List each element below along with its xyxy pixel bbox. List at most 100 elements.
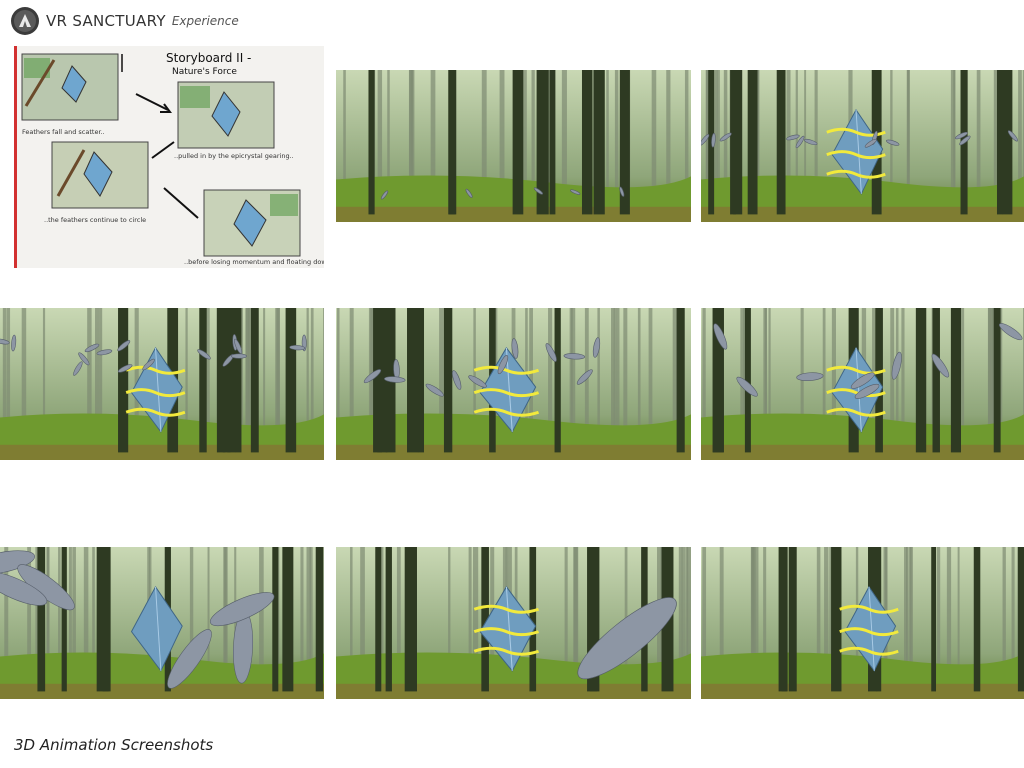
storyboard-sketch: Storyboard II - Nature's Force Feathers … xyxy=(14,46,324,268)
tree-trunk xyxy=(581,70,593,215)
feather xyxy=(380,190,389,200)
tree-trunk xyxy=(573,547,579,669)
tree-trunk xyxy=(375,547,382,692)
tree-trunk xyxy=(525,308,528,430)
feather xyxy=(999,323,1023,341)
tree-trunk xyxy=(37,547,46,692)
tree-trunk xyxy=(743,308,746,430)
tree-trunk xyxy=(396,547,401,669)
feather xyxy=(465,188,473,198)
forest-scene xyxy=(0,308,324,460)
tree-trunk xyxy=(306,547,311,669)
energy-ring xyxy=(826,388,886,398)
feather xyxy=(73,361,83,376)
tree-trunk xyxy=(1017,547,1024,692)
tree-trunk xyxy=(776,70,786,215)
feather xyxy=(533,187,543,195)
tree-trunk xyxy=(702,308,706,430)
tree-trunk xyxy=(623,308,628,430)
feather xyxy=(795,135,805,149)
tree-trunk xyxy=(337,308,340,430)
tree-trunk xyxy=(829,547,832,669)
tree-trunk xyxy=(719,547,724,669)
feather xyxy=(786,134,800,141)
feather xyxy=(497,354,509,375)
tree-trunk xyxy=(988,308,991,430)
tree-trunk xyxy=(904,547,908,669)
tree-trunk xyxy=(733,70,743,215)
tree-trunk xyxy=(300,547,304,669)
tree-trunk xyxy=(723,70,728,192)
tree-trunk xyxy=(42,308,46,430)
energy-ring xyxy=(125,365,186,375)
tree-trunk xyxy=(245,308,250,430)
feather xyxy=(563,353,586,360)
tree-trunk xyxy=(481,70,487,192)
tree-trunk xyxy=(686,547,691,669)
energy-ring xyxy=(473,604,540,614)
tree-trunk xyxy=(764,308,767,430)
tree-trunk xyxy=(58,547,61,669)
tree-trunk xyxy=(549,70,556,215)
tree-trunk xyxy=(564,547,568,669)
tree-trunk xyxy=(561,70,567,192)
feather xyxy=(452,370,462,390)
tree-trunk xyxy=(481,547,489,692)
tree-trunk xyxy=(83,547,89,669)
feather xyxy=(96,349,113,356)
tree-trunk xyxy=(788,547,797,692)
feather xyxy=(209,592,275,627)
tree-trunk xyxy=(310,308,314,430)
tree-trunk xyxy=(275,308,280,430)
sketch-panel-1 xyxy=(21,53,119,121)
feather xyxy=(117,340,131,352)
tree-trunk xyxy=(368,70,375,215)
tree-trunk xyxy=(368,308,375,430)
feather xyxy=(577,597,677,680)
tree-trunk xyxy=(407,308,419,453)
feather xyxy=(570,189,581,195)
crystal xyxy=(130,585,183,672)
feather xyxy=(592,337,601,358)
feather xyxy=(545,343,557,362)
tree-trunk xyxy=(651,70,657,192)
tree-trunk xyxy=(323,308,324,430)
tree-trunk xyxy=(890,70,893,192)
tree-trunk xyxy=(705,70,709,192)
tree-trunk xyxy=(872,308,876,430)
tree-trunk xyxy=(409,70,413,192)
tree-trunk xyxy=(957,547,960,669)
feather xyxy=(511,338,519,359)
screenshot-frame-2 xyxy=(701,70,1024,222)
tree-trunk xyxy=(554,308,561,453)
tree-trunk xyxy=(907,70,910,192)
feather xyxy=(0,338,10,345)
feather xyxy=(1007,130,1018,142)
energy-ring xyxy=(473,627,540,637)
feather xyxy=(711,132,716,148)
feather xyxy=(796,372,824,381)
forest-scene xyxy=(701,308,1024,460)
tree-trunk xyxy=(207,547,210,669)
energy-ring xyxy=(826,150,886,160)
tree-trunk xyxy=(306,308,309,430)
feather xyxy=(425,383,444,397)
tree-trunk xyxy=(597,308,600,430)
energy-ring xyxy=(826,169,886,179)
forest-scene xyxy=(701,70,1024,222)
tree-trunk xyxy=(490,547,495,669)
tree-trunk xyxy=(666,70,671,192)
screenshot-frame-8 xyxy=(701,547,1024,699)
feather xyxy=(11,334,17,352)
screenshot-frame-3 xyxy=(0,308,324,460)
tree-trunk xyxy=(315,547,324,692)
energy-ring xyxy=(473,365,540,375)
feather xyxy=(0,571,48,606)
tree-trunk xyxy=(800,308,804,430)
tree-trunk xyxy=(768,308,771,430)
footer-caption: 3D Animation Screenshots xyxy=(14,736,214,754)
feather xyxy=(931,353,950,378)
tree-trunk xyxy=(227,308,236,453)
tree-trunk xyxy=(522,70,527,192)
tree-trunk xyxy=(548,308,553,430)
